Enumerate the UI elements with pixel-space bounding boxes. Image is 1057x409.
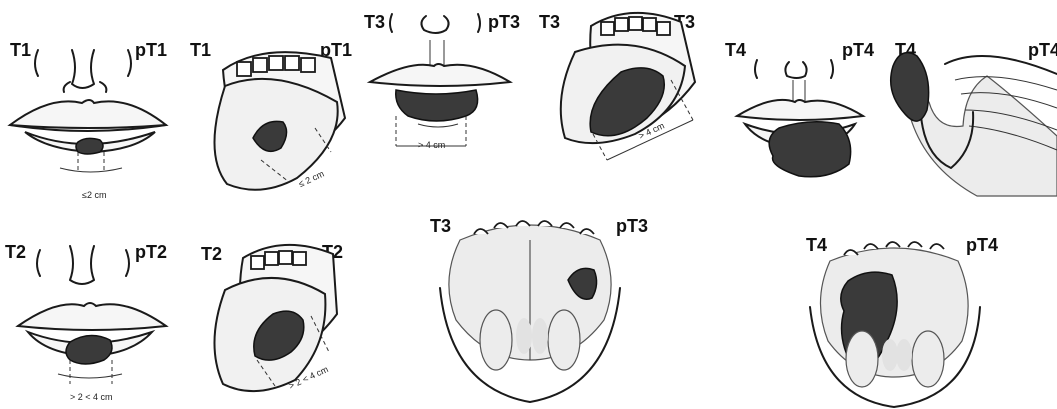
measurement-label: ≤2 cm — [82, 190, 106, 200]
panel-t4-lip: T4 pT4 — [715, 20, 885, 190]
measurement-label: > 4 cm — [418, 140, 445, 150]
tumor-mass — [769, 122, 850, 177]
tooth — [251, 256, 264, 269]
panel-t2-lip: T2 pT2 > 2 < 4 cm — [0, 220, 185, 409]
panel-t4-floor: T4 pT4 — [790, 225, 990, 409]
tooth — [253, 58, 267, 72]
tooth — [643, 18, 656, 31]
oral-floor-illustration — [790, 225, 990, 409]
tumor-mass — [76, 138, 103, 154]
tooth — [265, 252, 278, 265]
oral-floor-illustration — [420, 200, 640, 409]
panel-t1-tongue: T1 pT1 ≤ 2 cm — [185, 20, 360, 210]
tooth — [279, 251, 292, 264]
lip-illustration — [715, 20, 885, 190]
tumor-mass — [396, 90, 478, 121]
tooth — [237, 62, 251, 76]
lip-illustration — [0, 220, 185, 409]
tooth — [269, 56, 283, 70]
tumor-mass — [66, 335, 112, 364]
tooth — [629, 17, 642, 30]
panel-t3-lip: T3 pT3 > 4 cm — [360, 0, 535, 160]
panel-t3-floor: T3 pT3 — [420, 200, 640, 409]
panel-t1-lip: T1 pT1 ≤2 cm — [0, 20, 185, 210]
measurement-label: > 2 < 4 cm — [70, 392, 113, 402]
tooth — [657, 22, 670, 35]
panel-t3-tongue: T3 pT3 > 4 cm — [535, 0, 715, 180]
tooth — [293, 252, 306, 265]
panel-t2-tongue: T2 pT2 > 2 < 4 cm — [185, 220, 360, 409]
tongue-illustration — [185, 20, 360, 210]
lip-illustration — [360, 0, 535, 160]
tongue-illustration — [185, 220, 360, 409]
sagittal-illustration — [885, 20, 1057, 200]
tooth — [301, 58, 315, 72]
lip-illustration — [0, 20, 185, 210]
tooth — [601, 22, 614, 35]
tumor-mass — [891, 53, 929, 121]
tooth — [285, 56, 299, 70]
tongue-illustration — [535, 0, 715, 180]
tooth — [615, 18, 628, 31]
panel-t4-sagittal: T4 pT4 — [885, 20, 1057, 200]
